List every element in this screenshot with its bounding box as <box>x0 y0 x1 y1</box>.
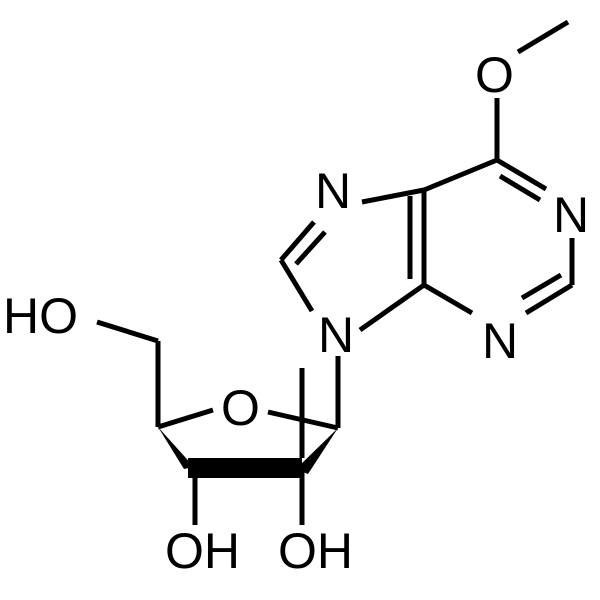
bond-c2-n3-inner <box>520 272 563 301</box>
atom-hydroxymethyl: HO <box>3 288 78 344</box>
bond-n7-c8 <box>279 220 316 262</box>
bond-c5-c6 <box>423 157 498 193</box>
atom-methoxy-o: O <box>475 47 514 103</box>
bond-n9-c4 <box>358 282 426 333</box>
bond-c8-n9 <box>278 258 315 313</box>
bond-n3-c4 <box>422 282 474 316</box>
bond-c2-n3 <box>524 282 574 316</box>
wedge-c2prime-c1prime <box>296 428 338 474</box>
atom-hydroxyl-c3: OH <box>165 523 240 579</box>
atom-ring-o: O <box>221 380 260 436</box>
atom-n7: N <box>315 163 351 219</box>
bond-c6-n1 <box>495 157 548 192</box>
bond-o-c4prime <box>157 407 214 430</box>
bond-methyl-o <box>516 19 570 55</box>
atom-n3: N <box>482 313 518 369</box>
bond-n7-c8-inner <box>294 230 327 266</box>
atom-hydroxyl-c2: OH <box>278 523 353 579</box>
wedge-c3prime-c2prime <box>188 458 302 478</box>
wedge-c4prime-c3prime <box>158 427 194 469</box>
atom-n1: N <box>553 187 589 243</box>
bond-c5-n7 <box>361 187 425 205</box>
bond-c5prime-o <box>96 319 159 344</box>
bond-c6-n1-inner <box>498 173 542 203</box>
atom-n9: N <box>318 307 354 363</box>
